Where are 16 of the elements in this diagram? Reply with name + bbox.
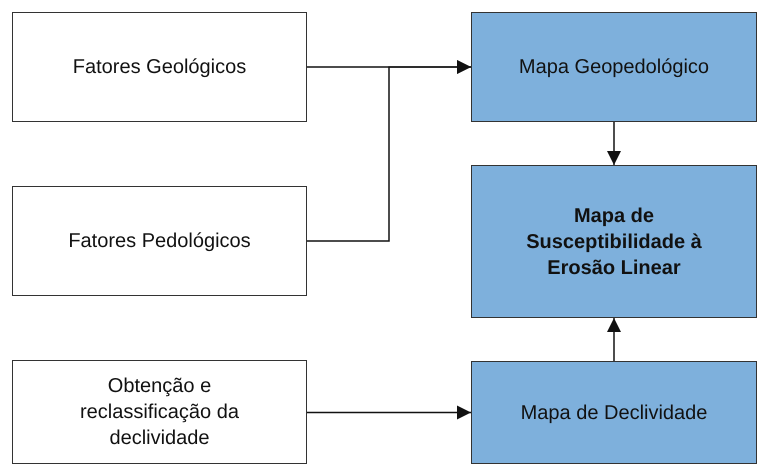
process-box	[12, 360, 307, 464]
arrow	[607, 318, 621, 361]
arrow	[307, 406, 471, 420]
map-box	[471, 361, 757, 464]
node-text: Mapa de Declividade	[520, 400, 708, 426]
result-box	[471, 165, 757, 318]
node-text: Obtenção e reclassificação da declividade	[79, 374, 240, 451]
arrow	[607, 122, 621, 165]
node-text: Mapa de Susceptibilidade à Erosão Linear	[525, 204, 703, 280]
process-box	[12, 186, 307, 296]
node-text: Fatores Pedológicos	[68, 229, 251, 254]
map-box	[471, 12, 757, 122]
arrow	[307, 60, 471, 242]
process-box	[12, 12, 307, 122]
node-text: Mapa Geopedológico	[518, 55, 710, 80]
node-text: Fatores Geológicos	[72, 55, 246, 80]
